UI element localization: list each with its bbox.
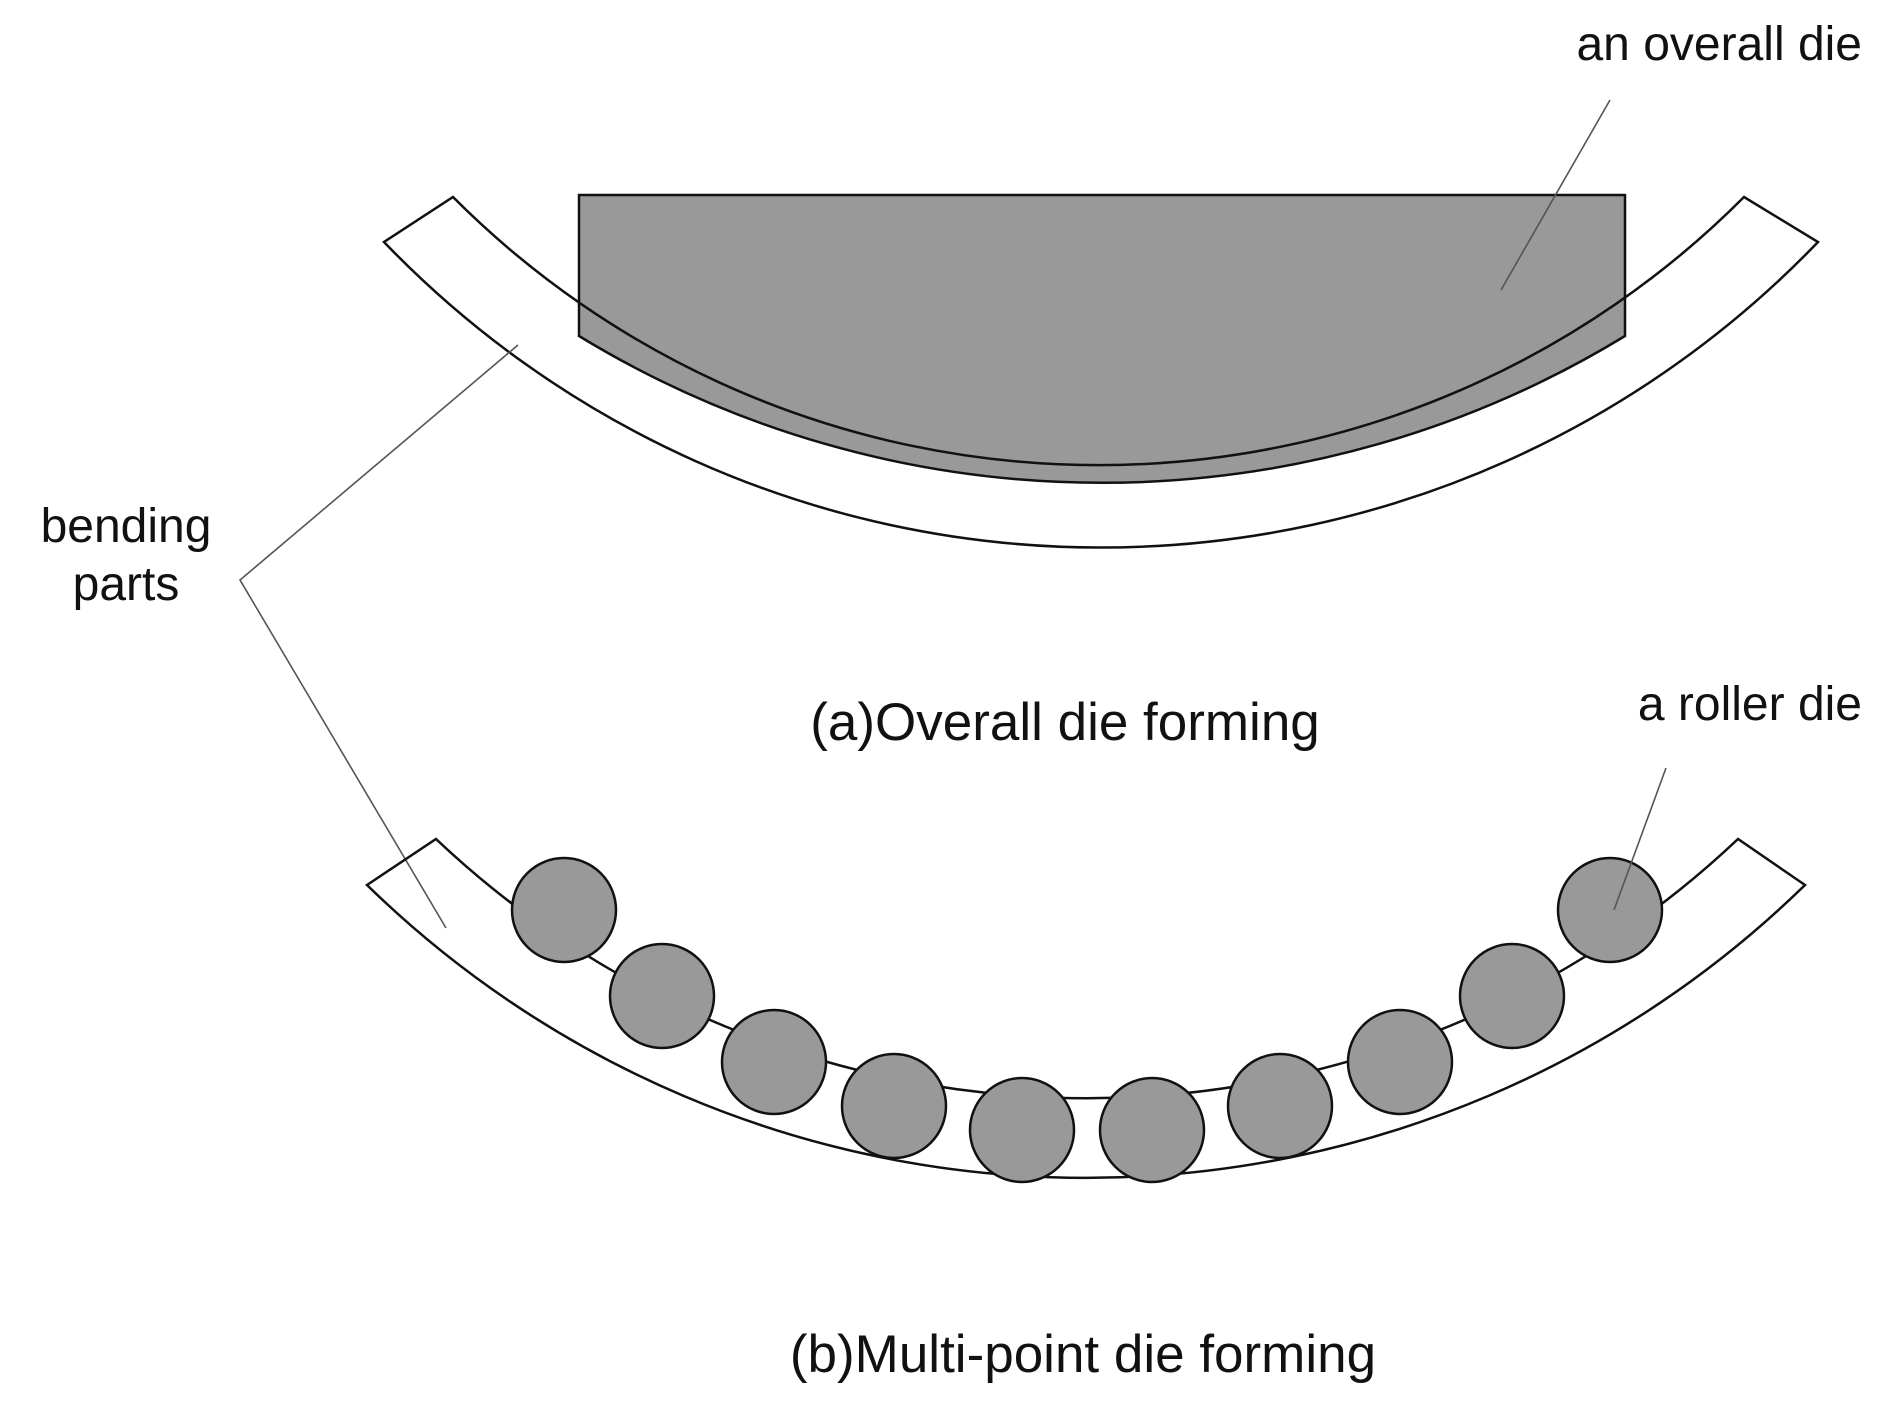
roller-die: [1098, 1076, 1206, 1184]
roller-die-leader: [1613, 767, 1667, 911]
caption-a: (a)Overall die forming: [810, 693, 1320, 752]
bending-parts-label: bending: [41, 500, 212, 553]
roller-die: [1226, 1052, 1334, 1160]
roller-die: [840, 1052, 948, 1160]
roller-die: [1556, 856, 1664, 964]
roller-die: [608, 942, 716, 1050]
roller-die: [1458, 942, 1566, 1050]
caption-b: (b)Multi-point die forming: [790, 1325, 1376, 1384]
bending-parts-callout: bending parts: [41, 344, 519, 929]
overall-die-leader: [1500, 99, 1611, 291]
roller-die: [510, 856, 618, 964]
roller-die: [968, 1076, 1076, 1184]
overall-die-forming-panel: an overall die (a)Overall die forming: [382, 18, 1862, 752]
roller-die: [720, 1008, 828, 1116]
roller-die-label: a roller die: [1638, 678, 1862, 731]
bending-parts-label-line2: parts: [73, 558, 180, 611]
roller-die: [1346, 1008, 1454, 1116]
bending-parts-leader: [238, 344, 519, 929]
bending-plate-a: [382, 195, 1820, 549]
overall-die: [577, 193, 1627, 485]
overall-die-label: an overall die: [1576, 18, 1862, 71]
multi-point-die-forming-panel: a roller die (b)Multi-point die forming: [365, 678, 1862, 1384]
roller-die-group: [510, 856, 1664, 1184]
